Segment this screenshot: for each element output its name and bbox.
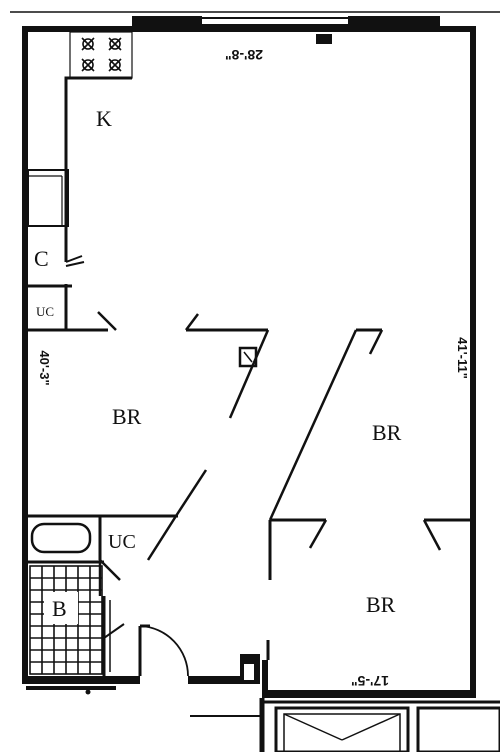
bath-label: B	[52, 596, 67, 621]
entry-door	[138, 624, 189, 677]
bottom-width-dimension: 17'-5"	[351, 673, 389, 689]
bedroom-bottom-label: BR	[366, 592, 396, 617]
right-height-dimension: 41'-11"	[455, 337, 470, 379]
exterior-walls	[22, 26, 476, 698]
utility-closet-top-label: UC	[36, 304, 54, 319]
top-width-dimension: 28'-8"	[225, 47, 263, 63]
closet-walls	[28, 240, 108, 332]
cooktop	[69, 31, 133, 79]
closet-label: C	[34, 246, 49, 271]
bedroom-left-label: BR	[112, 404, 142, 429]
bedroom-partitions	[97, 311, 384, 561]
bottom-edge	[190, 698, 500, 752]
survey-dot	[85, 689, 91, 695]
kitchen-counter	[27, 76, 132, 240]
bedroom-right-label: BR	[372, 420, 402, 445]
lower-bedroom-walls	[266, 518, 470, 660]
kitchen-label: K	[96, 106, 112, 131]
left-height-dimension: 40'-3"	[37, 350, 52, 385]
bath-label-backing	[44, 592, 78, 624]
top-edge	[10, 11, 500, 44]
utility-closet-bottom-label: UC	[108, 531, 136, 553]
bath-walls	[22, 514, 178, 676]
